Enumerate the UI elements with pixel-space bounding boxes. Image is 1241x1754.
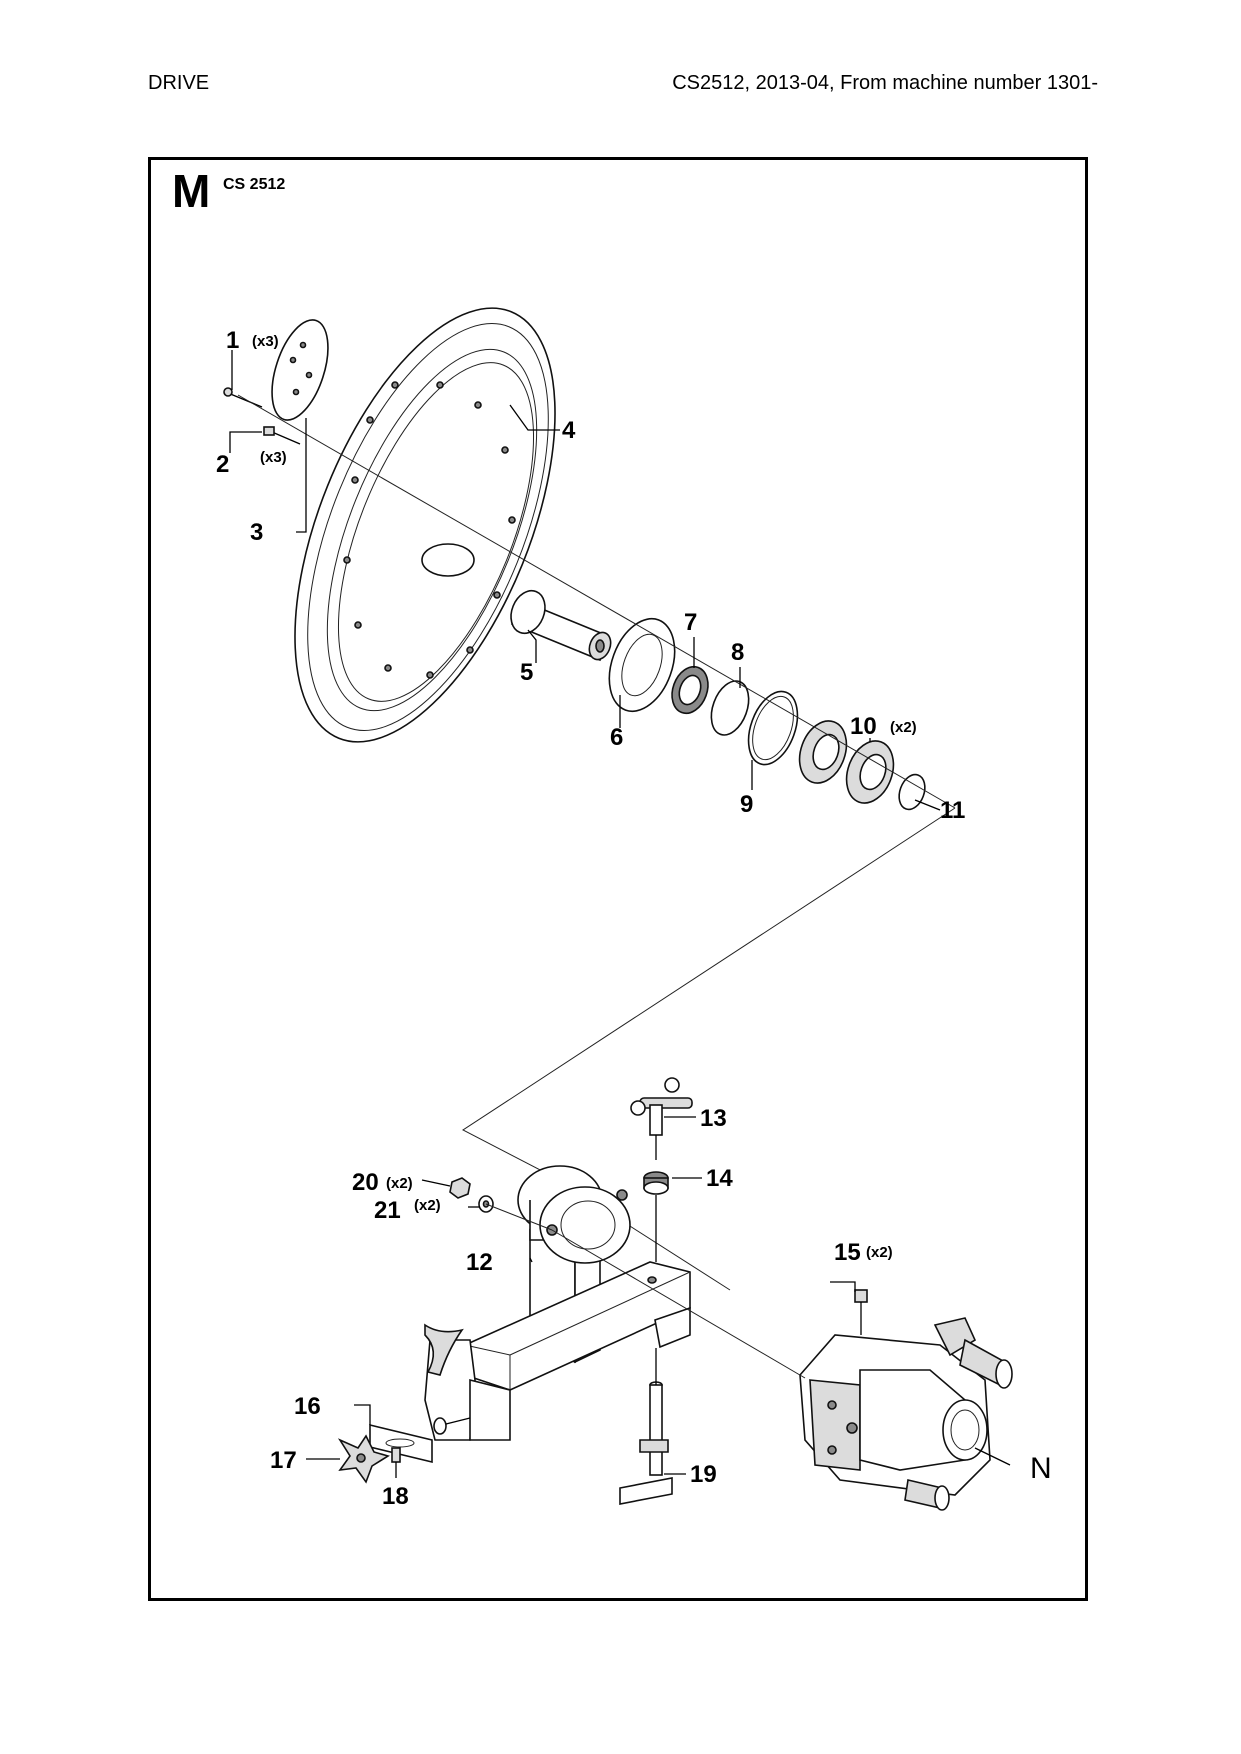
svg-text:7: 7 [684,609,697,636]
svg-text:21: 21 [374,1197,401,1224]
connector-label-n: N [1030,1452,1052,1485]
svg-text:8: 8 [731,639,744,666]
callout-19: 19 [690,1461,717,1488]
nut [449,1177,471,1199]
svg-text:11: 11 [940,797,965,824]
callout-15: 15 (x2) [834,1239,893,1266]
locking-pin [619,1348,673,1505]
callout-17: 17 [270,1447,297,1474]
seal [671,665,709,715]
callout-13: 13 [700,1105,727,1132]
flange [608,617,676,713]
leader-lines [229,350,1011,1478]
svg-text:(x2): (x2) [890,719,917,736]
t-handle [630,1077,693,1160]
callout-7: 7 [684,609,697,636]
callout-6: 6 [610,724,623,751]
callout-4: 4 [562,417,576,444]
star-knob [337,1434,390,1484]
callout-3: 3 [250,519,263,546]
svg-text:18: 18 [382,1483,409,1510]
screw-18 [391,1447,401,1463]
svg-text:(x2): (x2) [414,1197,441,1214]
svg-text:4: 4 [562,417,576,444]
svg-text:12: 12 [466,1249,493,1276]
svg-text:1: 1 [226,327,239,354]
hydraulic-motor [799,1289,1013,1511]
header-section-title: DRIVE [148,72,210,94]
callout-14: 14 [706,1165,733,1192]
section-letter: M [172,165,211,217]
svg-text:20: 20 [352,1169,379,1196]
diagram-frame [148,157,1088,1601]
hub-plate [271,319,329,421]
svg-text:3: 3 [250,519,263,546]
header-model-info: CS2512, 2013-04, From machine number 130… [672,72,1098,94]
ring-8 [710,680,750,736]
svg-text:16: 16 [294,1393,321,1420]
svg-text:5: 5 [520,659,533,686]
bearings [798,720,895,804]
bushing [643,1171,669,1262]
svg-text:(x2): (x2) [386,1175,413,1192]
callout-16: 16 [294,1393,321,1420]
callout-21: 21 (x2) [374,1197,441,1224]
svg-text:19: 19 [690,1461,717,1488]
drive-wheel [294,307,556,743]
shaft-spacer [510,589,612,662]
svg-text:9: 9 [740,791,753,818]
svg-text:17: 17 [270,1447,297,1474]
callout-11: 11 [940,797,965,824]
svg-text:15: 15 [834,1239,861,1266]
model-label: CS 2512 [223,176,286,193]
callout-9: 9 [740,791,753,818]
callout-5: 5 [520,659,533,686]
callout-18: 18 [382,1483,409,1510]
svg-text:6: 6 [610,724,623,751]
callout-8: 8 [731,639,744,666]
callout-10: 10 (x2) [850,713,917,740]
circlip [898,773,926,811]
svg-text:2: 2 [216,451,229,478]
svg-text:(x3): (x3) [252,333,279,350]
screws [223,387,301,445]
clamp-plate [369,1417,471,1464]
callout-2: 2 (x3) [216,449,287,478]
svg-text:14: 14 [706,1165,733,1192]
svg-text:10: 10 [850,713,877,740]
svg-text:13: 13 [700,1105,727,1132]
callout-12: 12 [466,1249,493,1276]
svg-text:(x3): (x3) [260,449,287,466]
ring-9 [747,690,799,766]
callout-20: 20 (x2) [352,1169,413,1196]
svg-text:(x2): (x2) [866,1244,893,1261]
support-frame [424,1165,691,1441]
callout-1: 1 (x3) [226,327,279,354]
